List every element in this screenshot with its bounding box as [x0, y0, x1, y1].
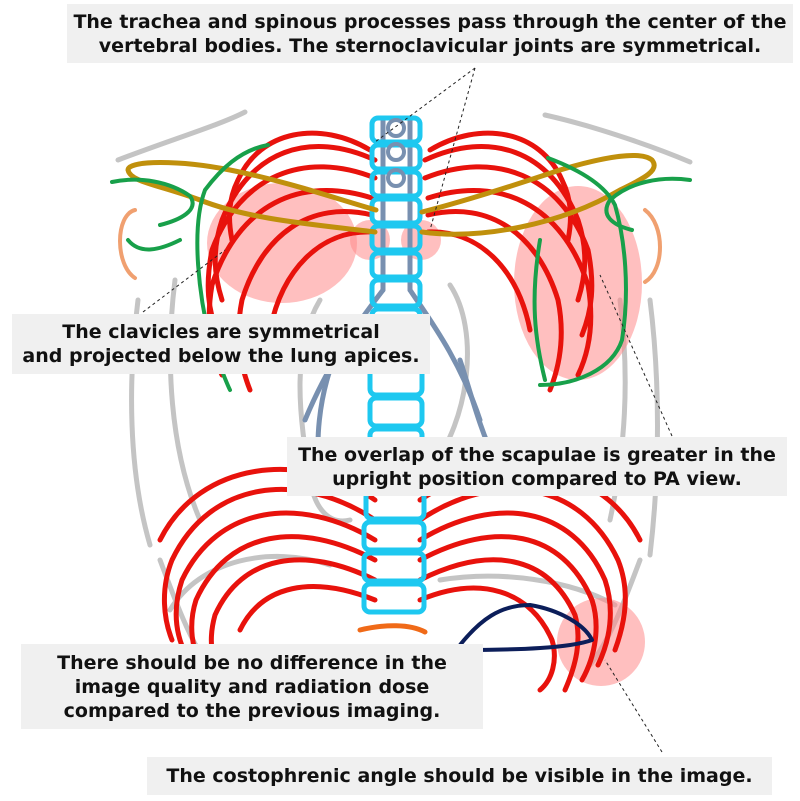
right-humeral-head: [643, 208, 662, 284]
right-clavicle: [419, 152, 657, 237]
annotation-scapulae: The overlap of the scapulae is greater i…: [287, 437, 787, 496]
left-upper-rib: [227, 130, 373, 243]
annotation-line: image quality and radiation dose: [74, 675, 430, 698]
left-scapula-spine: [110, 177, 195, 227]
right-lower-rib: [417, 510, 613, 668]
leader-line-costophrenic: [604, 659, 663, 753]
humeral-heads: [118, 208, 662, 284]
right-upper-rib: [425, 209, 564, 393]
vertebra: [367, 395, 425, 429]
right-scapula-medial: [532, 238, 547, 382]
annotation-line: compared to the previous imaging.: [63, 699, 441, 722]
vertebra: [361, 519, 427, 553]
leader-line-trachea-right: [429, 67, 476, 231]
annotation-trachea: The trachea and spinous processes pass t…: [67, 4, 793, 63]
left-lower-rib: [237, 584, 378, 633]
right-lower-rib: [417, 534, 599, 683]
right-lower-rib: [417, 585, 557, 693]
lumbar-vertebra: [357, 623, 428, 635]
left-inner-outline: [167, 277, 203, 523]
right-torso-outline: [647, 297, 660, 558]
annotation-line: The costophrenic angle should be visible…: [166, 765, 753, 787]
diaphragm-outline: [458, 603, 594, 652]
left-lower-rib: [189, 534, 378, 671]
leader-line-trachea-left: [374, 67, 476, 143]
vertebra: [361, 581, 427, 615]
vertebra: [361, 550, 427, 584]
right-diaphragm-outline: [437, 573, 618, 608]
left-upper-rib: [267, 229, 375, 333]
annotation-line: upright position compared to PA view.: [332, 467, 742, 490]
annotation-image-quality: There should be no difference in the ima…: [21, 644, 483, 729]
vertebra: [369, 196, 423, 226]
vertebra: [369, 223, 423, 253]
vertebra: [369, 142, 423, 172]
annotation-line: The trachea and spinous processes pass t…: [73, 10, 787, 33]
spinous-process: [386, 168, 406, 188]
right-upper-rib: [425, 229, 533, 333]
clavicles: [125, 152, 657, 237]
spinous-process: [386, 142, 406, 162]
leader-lines: [142, 67, 673, 753]
left-clavicle: [125, 160, 379, 235]
annotation-line: The overlap of the scapulae is greater i…: [298, 443, 776, 466]
right-upper-rib: [425, 188, 594, 378]
annotation-line: vertebral bodies. The sternoclavicular j…: [98, 34, 762, 57]
right-scapula: [538, 156, 628, 387]
annotation-costophrenic-angle: The costophrenic angle should be visible…: [147, 757, 772, 795]
right-lung-apex-highlight: [514, 186, 642, 380]
leader-line-scapulae: [599, 274, 673, 437]
leader-line-clavicles: [142, 249, 226, 313]
right-shoulder-outline: [542, 112, 693, 165]
left-lower-rib: [173, 510, 378, 658]
left-humeral-head: [118, 208, 137, 280]
left-scapula-medial: [126, 238, 182, 252]
vertebra: [369, 277, 423, 309]
annotation-line: and projected below the lung apices.: [22, 345, 420, 367]
right-lower-rib: [417, 557, 581, 693]
spinous-process: [386, 118, 406, 138]
annotation-line: The clavicles are symmetrical: [62, 321, 380, 343]
annotation-line: There should be no difference in the: [57, 651, 447, 674]
right-scapula-spine: [604, 176, 692, 232]
annotation-clavicles: The clavicles are symmetrical and projec…: [12, 314, 430, 374]
spinous-processes: [386, 118, 406, 188]
left-shoulder-outline: [115, 109, 248, 163]
vertebra: [369, 250, 423, 280]
